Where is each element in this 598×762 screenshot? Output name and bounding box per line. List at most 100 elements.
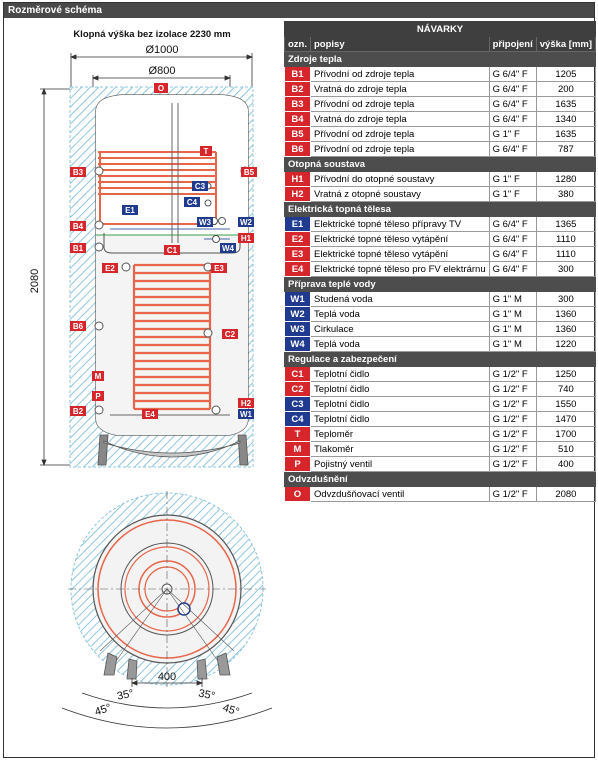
bottom-dimensions (61, 678, 273, 729)
connection-code: M (284, 441, 311, 457)
connection-code: E1 (284, 216, 311, 232)
table-title-row: NÁVARKY (283, 21, 597, 37)
connection-code: T (284, 426, 311, 442)
description-cell: Teplá voda (310, 336, 490, 352)
connection-code: B6 (284, 141, 311, 157)
port-tag-label: C3 (195, 182, 206, 191)
connection-type-cell: G 6/4" F (488, 96, 537, 112)
connection-type-cell: G 1" M (488, 321, 537, 337)
tank-drawing: Klopná výška bez izolace 2230 mm Ø1000 Ø… (29, 29, 273, 729)
column-header: ozn. (284, 36, 311, 52)
section-title: Otopná soustava (283, 156, 597, 172)
description-cell: Přívodní od zdroje tepla (310, 96, 490, 112)
port-tag-label: H1 (241, 234, 252, 243)
dimension-height (40, 87, 94, 467)
height-cell: 1110 (535, 246, 597, 262)
table-section-row: Zdroje tepla (283, 51, 597, 67)
port-tag-m: M (92, 371, 104, 381)
height-cell: 2080 (535, 486, 597, 502)
connection-code: W2 (284, 306, 311, 322)
connection-code: H2 (284, 186, 311, 202)
height-cell: 400 (535, 456, 597, 472)
height-cell: 1635 (535, 126, 597, 142)
port-tag-c3: C3 (192, 181, 208, 191)
description-cell: Přívodní od zdroje tepla (310, 126, 490, 142)
section-title: Odvzdušnění (283, 471, 597, 487)
table-section-row: Regulace a zabezpečení (283, 351, 597, 367)
port-tag-b3: B3 (70, 167, 86, 177)
connection-type-cell: G 1" M (488, 306, 537, 322)
description-cell: Teplotní čidlo (310, 381, 490, 397)
port-tag-label: B1 (73, 244, 84, 253)
description-cell: Pojistný ventil (310, 456, 490, 472)
connection-type-cell: G 1/2" F (488, 426, 537, 442)
port-tag-label: M (95, 372, 102, 381)
connection-type-cell: G 6/4" F (488, 81, 537, 97)
port-tag-label: T (204, 147, 209, 156)
port-tag-w4: W4 (220, 243, 236, 253)
connection-code: C2 (284, 381, 311, 397)
port-tag-label: W2 (240, 218, 253, 227)
port-tag-e3: E3 (211, 263, 227, 273)
section-title: Příprava teplé vody (283, 276, 597, 292)
connection-type-cell: G 1/2" F (488, 456, 537, 472)
description-cell: Cirkulace (310, 321, 490, 337)
description-cell: Teplotní čidlo (310, 366, 490, 382)
height-cell: 510 (535, 441, 597, 457)
port-tag-label: P (95, 392, 101, 401)
spacing-dimension-label: 400 (158, 671, 176, 683)
port-circles (94, 166, 250, 415)
connection-code: P (284, 456, 311, 472)
section-title: Elektrická topná tělesa (283, 201, 597, 217)
description-cell: Elektrické topné těleso vytápění (310, 246, 490, 262)
connection-type-cell: G 1/2" F (488, 381, 537, 397)
description-cell: Odvzdušňovací ventil (310, 486, 490, 502)
port-tag-b1: B1 (70, 243, 86, 253)
connection-code: C4 (284, 411, 311, 427)
description-cell: Přívodní do otopné soustavy (310, 171, 490, 187)
table-section-row: Příprava teplé vody (283, 276, 597, 292)
connection-type-cell: G 1/2" F (488, 396, 537, 412)
angle-inner-right-label: 35° (197, 687, 216, 702)
diagram-frame: Rozměrové schéma Klopná výška bez izolac… (3, 2, 597, 758)
angle-outer-left-label: 45° (93, 702, 113, 719)
description-cell: Teplá voda (310, 306, 490, 322)
port-tag-label: H2 (241, 399, 252, 408)
connection-code: W3 (284, 321, 311, 337)
height-cell: 300 (535, 261, 597, 277)
port-tag-w2: W2 (238, 217, 254, 227)
description-cell: Teploměr (310, 426, 490, 442)
port-tag-label: E2 (105, 264, 115, 273)
port-tag-label: W4 (222, 244, 235, 253)
height-cell: 1470 (535, 411, 597, 427)
port-tag-p: P (92, 391, 104, 401)
description-cell: Tlakoměr (310, 441, 490, 457)
description-cell: Studená voda (310, 291, 490, 307)
port-tag-e1: E1 (122, 205, 138, 215)
description-cell: Teplotní čidlo (310, 396, 490, 412)
connection-type-cell: G 1" F (488, 171, 537, 187)
connection-type-cell: G 6/4" F (488, 66, 537, 82)
connection-code: O (284, 486, 311, 502)
connection-code: C3 (284, 396, 311, 412)
connection-type-cell: G 1" F (488, 126, 537, 142)
dimension-height-label: 2080 (29, 269, 41, 293)
